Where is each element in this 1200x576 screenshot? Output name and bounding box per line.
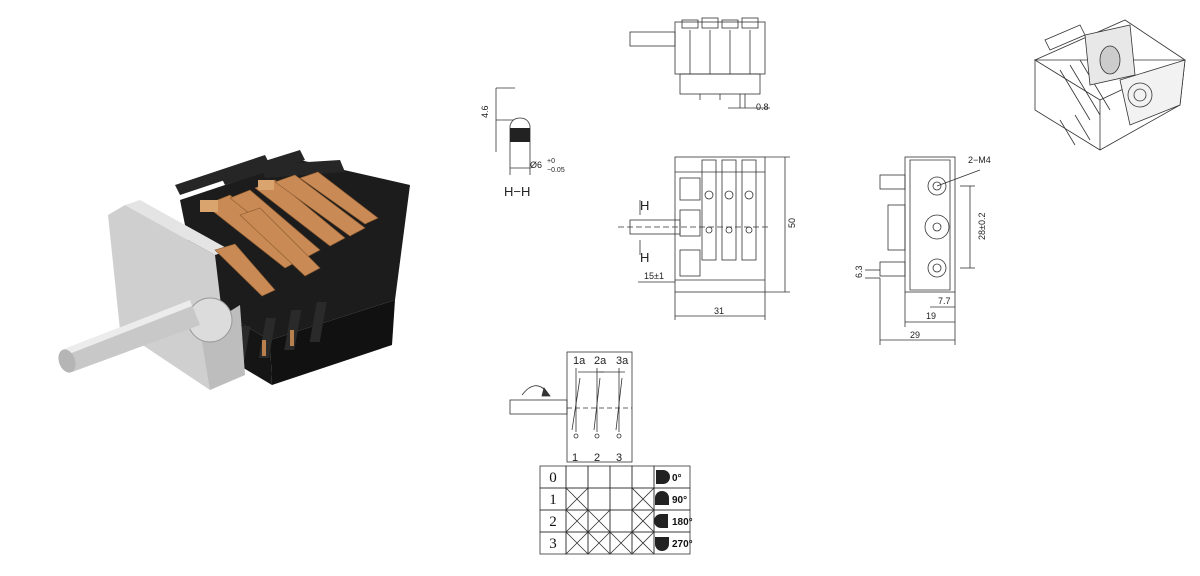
contact-label-bottom: 2 [594,452,600,464]
contact-label-bottom: 1 [572,452,578,464]
table-cell [587,487,611,511]
contact-closed-mark [609,531,633,555]
side-63-dim: 6.3 [854,265,864,278]
angle-label: 0° [672,473,682,484]
contact-closed-mark [565,509,589,533]
table-row: 0 0° [539,465,691,489]
rotary-switch-photo [58,150,410,390]
section-marker-bottom: H [640,250,649,265]
hh-height-label: 4.6 [480,105,490,118]
angle-label: 270° [672,539,693,550]
hh-diameter-tol-upper: +0 [547,158,555,165]
contact-closed-mark [587,509,611,533]
contact-label-top: 3a [616,355,629,367]
table-cell [609,465,633,489]
table-cell [587,465,611,489]
top-pin-dim: 0.8 [756,102,769,112]
contact-closed-mark [631,487,655,511]
contact-closed-mark [631,531,655,555]
shaft-orientation-icon [655,491,669,505]
schematic-top-labels: 1a 2a 3a [573,355,629,367]
position-label: 3 [549,536,557,552]
side-view-drawing [865,156,981,345]
contact-label-top: 2a [594,355,607,367]
side-19-dim: 19 [926,311,936,321]
hh-diameter-label: Ø6 [530,160,542,170]
contact-label-top: 1a [573,355,586,367]
contact-closed-mark [565,531,589,555]
wiring-schematic [509,351,633,463]
section-hh-label: H−H [504,184,530,199]
section-marker-top: H [640,198,649,213]
position-label: 2 [549,514,557,530]
table-row: 3 270° [539,531,693,555]
position-label: 1 [549,492,557,508]
shaft-orientation-icon [656,470,670,484]
contact-closed-mark [565,487,589,511]
contact-closed-mark [631,509,655,533]
top-view-drawing [629,17,770,109]
side-29-dim: 29 [910,330,920,340]
table-cell [565,465,589,489]
front-width-dim: 31 [714,306,724,316]
section-hh-detail [495,87,531,175]
table-row: 1 90° [539,487,691,511]
shaft-orientation-icon [654,514,668,528]
table-cell [631,465,655,489]
front-view-drawing [618,156,790,320]
angle-label: 90° [672,495,687,506]
front-height-dim: 50 [787,218,797,228]
isometric-switch-sketch [1033,19,1186,151]
table-row: 2 180° [539,509,693,533]
hh-diameter-tol-lower: −0.05 [547,167,565,174]
shaft-orientation-icon [655,537,669,551]
contact-label-bottom: 3 [616,452,622,464]
schematic-bottom-labels: 1 2 3 [572,452,622,464]
table-cell [609,487,633,511]
angle-label: 180° [672,517,693,528]
contact-closed-mark [587,531,611,555]
side-spacing-dim: 28±0.2 [977,213,987,240]
position-label: 0 [549,470,557,486]
side-77-dim: 7.7 [938,296,951,306]
front-shaft-dim: 15±1 [644,271,664,281]
table-cell [609,509,633,533]
side-holes-label: 2−M4 [968,155,991,165]
switching-table: 0 0° 1 90° 2 180° 3 270° [539,465,693,555]
table-cell [653,531,691,555]
